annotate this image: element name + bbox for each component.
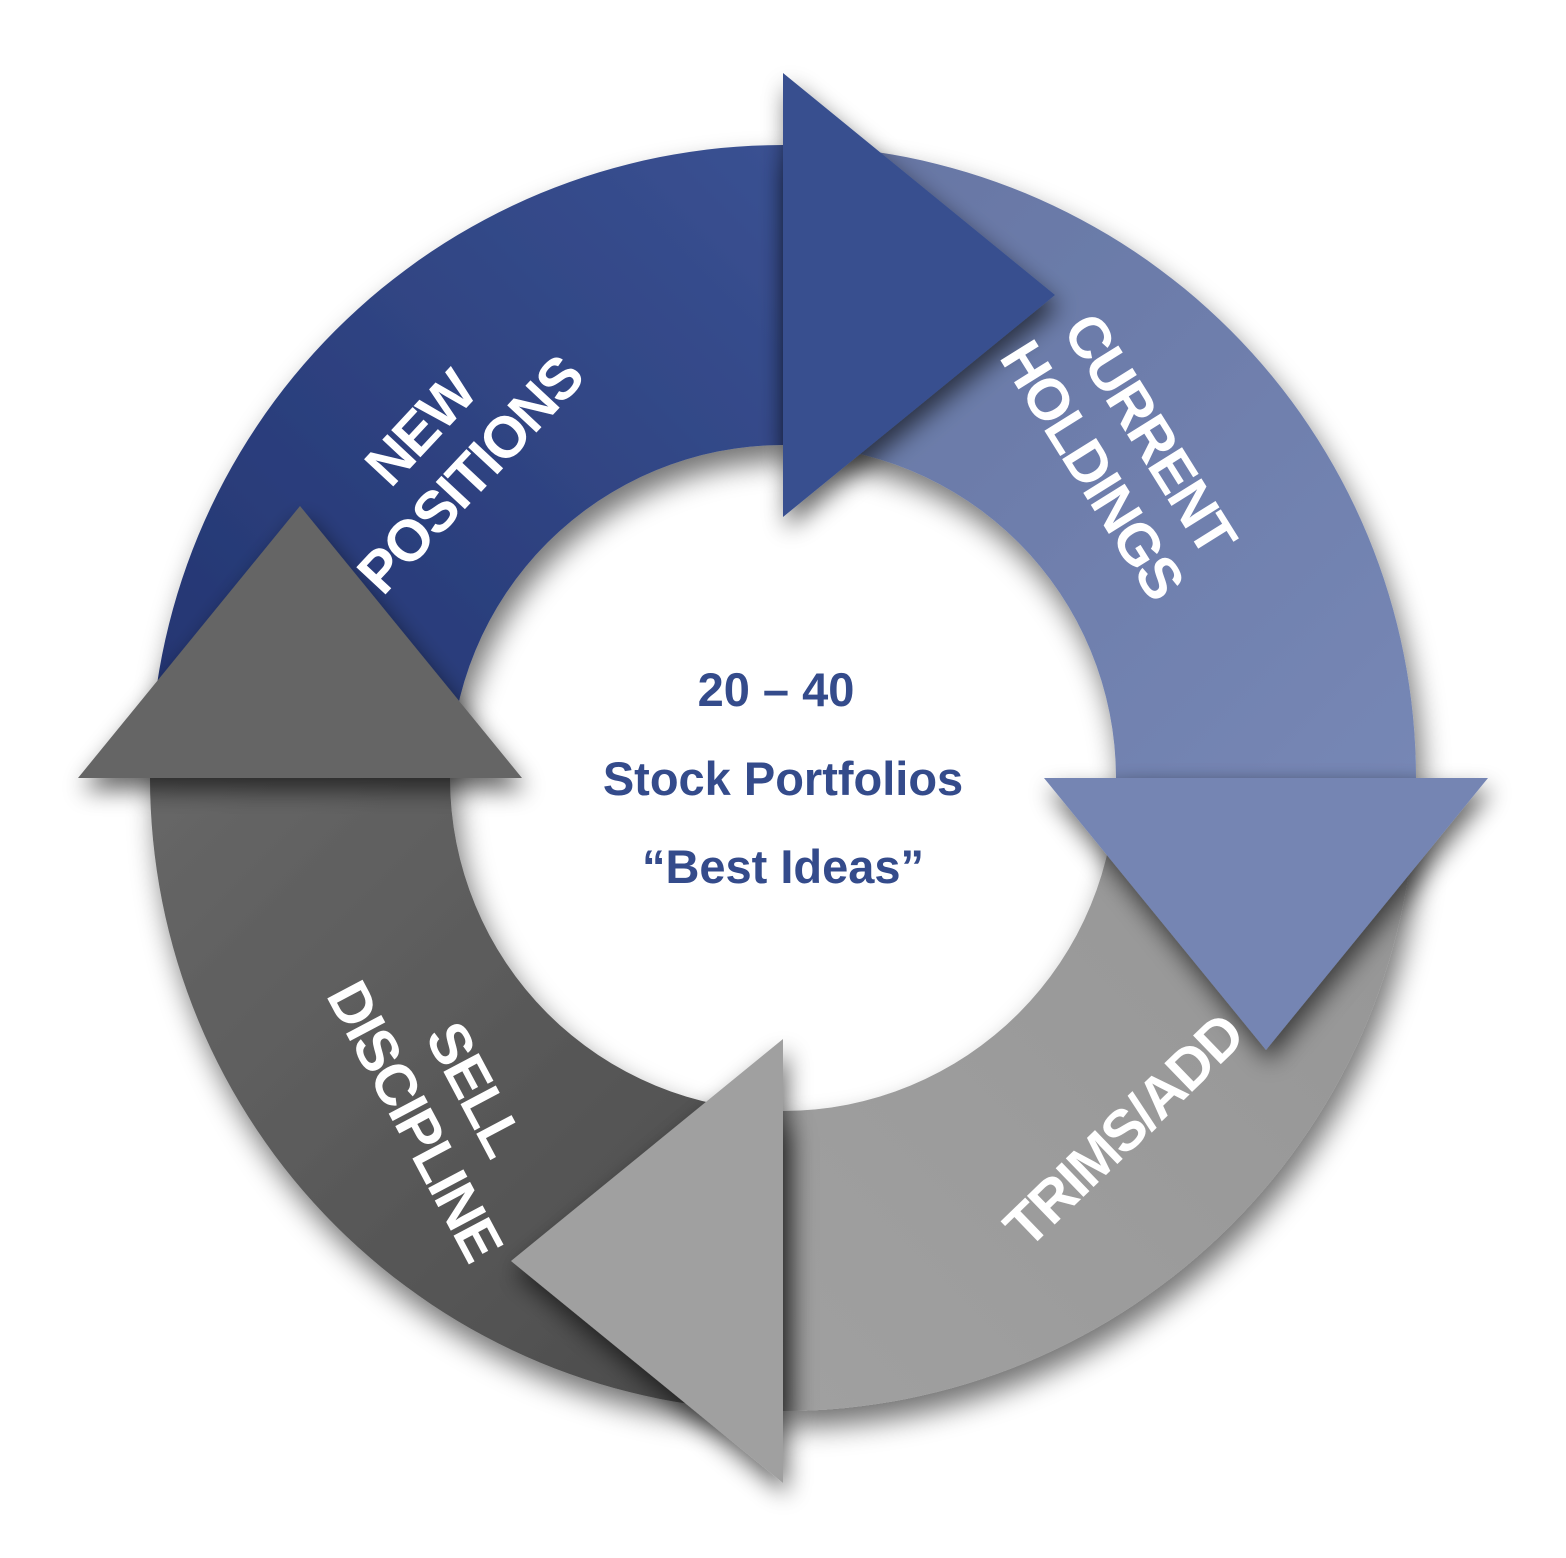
center-line-1: 20 – 40 (698, 663, 855, 716)
arrow-heads (78, 73, 1488, 1483)
center-label: 20 – 40 Stock Portfolios “Best Ideas” (603, 663, 963, 893)
new-positions-arrow-head (783, 73, 1055, 517)
center-line-2: Stock Portfolios (603, 752, 963, 805)
current-holdings-arrow-head (1044, 778, 1488, 1050)
trims-add-arrow-head (511, 1039, 783, 1483)
center-line-3: “Best Ideas” (642, 840, 924, 893)
sell-discipline-arrow-head (78, 506, 522, 778)
